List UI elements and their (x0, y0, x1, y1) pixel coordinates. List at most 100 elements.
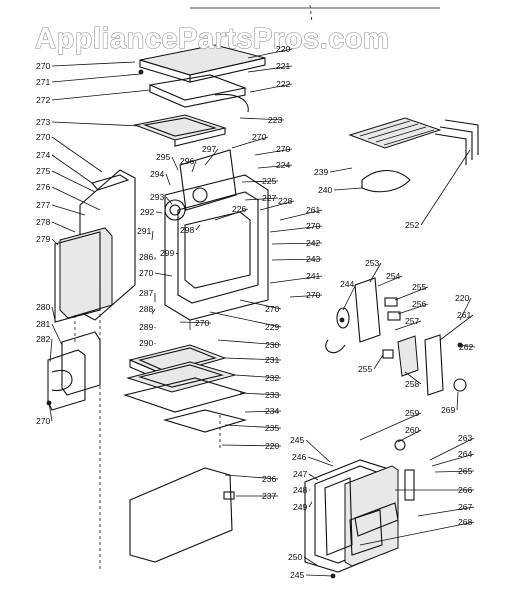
callout-label: 243 (306, 254, 321, 264)
callout-label: 248 (293, 485, 308, 495)
callout-leader (279, 209, 323, 221)
callout-leader (239, 392, 282, 396)
callout-leader (305, 439, 331, 463)
callout-label: 235 (265, 423, 280, 433)
callout-label: 220 (455, 293, 470, 303)
callout-label: 287 (139, 288, 154, 298)
callout-leader (439, 314, 474, 341)
callout-leader (269, 275, 323, 284)
callout-leader (195, 224, 201, 231)
callout-leader (397, 303, 429, 315)
callout-leader (333, 187, 363, 191)
callout-leader (51, 136, 103, 173)
capillary-tube (325, 339, 346, 354)
callout-leader (191, 160, 197, 173)
callout-label: 278 (36, 217, 51, 227)
callout-label: 292 (140, 207, 155, 217)
callout-label: 234 (265, 406, 280, 416)
callout-leader (51, 170, 96, 193)
rack-bar-3 (375, 126, 427, 143)
callout-leader (209, 311, 282, 328)
callout-label: 220 (265, 441, 280, 451)
callout-leader (417, 506, 475, 517)
callout-leader (48, 402, 53, 422)
callout-leader (154, 272, 173, 277)
callout-leader (51, 121, 141, 127)
knob-269 (453, 378, 467, 392)
valve-258 (397, 335, 419, 377)
callout-leader (51, 186, 101, 211)
broiler-grid-inner (137, 364, 225, 388)
callout-label: 239 (314, 167, 329, 177)
callout-label: 255 (358, 364, 373, 374)
callout-label: 229 (265, 322, 280, 332)
callout-label: 270 (36, 132, 51, 142)
callout-label: 232 (265, 373, 280, 383)
callout-leader (155, 211, 163, 214)
callout-leader (269, 225, 323, 233)
callout-label: 270 (276, 144, 291, 154)
thermostat-244 (336, 307, 350, 329)
callout-label: 274 (36, 150, 51, 160)
rack-252-a (444, 119, 479, 155)
clip-256 (387, 311, 401, 321)
callout-label: 299 (160, 248, 175, 258)
cooktop-side-edge (189, 57, 266, 83)
rack-assembly (348, 117, 479, 193)
callout-leader (329, 167, 353, 173)
callout-label: 269 (441, 405, 456, 415)
callout-leader (224, 357, 282, 361)
callout-label: 256 (412, 299, 427, 309)
callout-label: 220 (276, 44, 291, 54)
callout-label: 272 (36, 95, 51, 105)
igniter-hole-inner (169, 204, 181, 216)
clip-237 (223, 491, 235, 500)
callout-leader (217, 339, 282, 346)
callout-leader (51, 306, 56, 321)
callout-label: 242 (306, 238, 321, 248)
callout-leader (394, 320, 422, 331)
callout-leader (359, 412, 422, 441)
rack-bar-2 (367, 123, 419, 140)
callout-label: 267 (458, 502, 473, 512)
callout-label: 259 (405, 408, 420, 418)
callout-leader (231, 136, 269, 149)
callout-label: 262 (459, 342, 474, 352)
callout-label: 250 (288, 552, 303, 562)
rack-bar-1 (359, 120, 411, 137)
callout-label: 231 (265, 355, 280, 365)
left-side-assembly (46, 169, 136, 411)
callout-leader (429, 437, 475, 461)
callout-leader (234, 374, 282, 379)
callout-label: 286 (139, 252, 154, 262)
bracket-253 (354, 277, 381, 343)
top-dash (309, 4, 313, 23)
callout-leader (359, 521, 475, 546)
callout-leader (394, 286, 429, 301)
callout-leader (254, 148, 293, 156)
callout-label: 270 (306, 221, 321, 231)
kick-panel-236 (129, 467, 233, 563)
callout-label: 249 (293, 502, 308, 512)
callout-label: 273 (36, 117, 51, 127)
callout-leader (434, 470, 475, 473)
clip-255a (384, 297, 398, 307)
callout-label: 236 (262, 474, 277, 484)
rack-252-b (439, 126, 473, 160)
cooktop-liner-lip (149, 85, 246, 108)
door-panel-268 (349, 509, 383, 556)
cooktop-hinge-bracket (214, 93, 249, 113)
callout-leader (204, 148, 219, 166)
callout-label: 221 (276, 61, 291, 71)
callout-leader (303, 556, 319, 567)
drawer-rail (162, 409, 248, 433)
callout-label: 290 (139, 338, 154, 348)
door-window-266 (354, 502, 399, 537)
callout-leader (175, 252, 179, 255)
callout-label: 265 (458, 466, 473, 476)
callout-label: 263 (458, 433, 473, 443)
callout-label: 241 (306, 271, 321, 281)
callout-leader (308, 473, 319, 481)
callout-label: 237 (262, 491, 277, 501)
callout-leader (165, 173, 171, 186)
